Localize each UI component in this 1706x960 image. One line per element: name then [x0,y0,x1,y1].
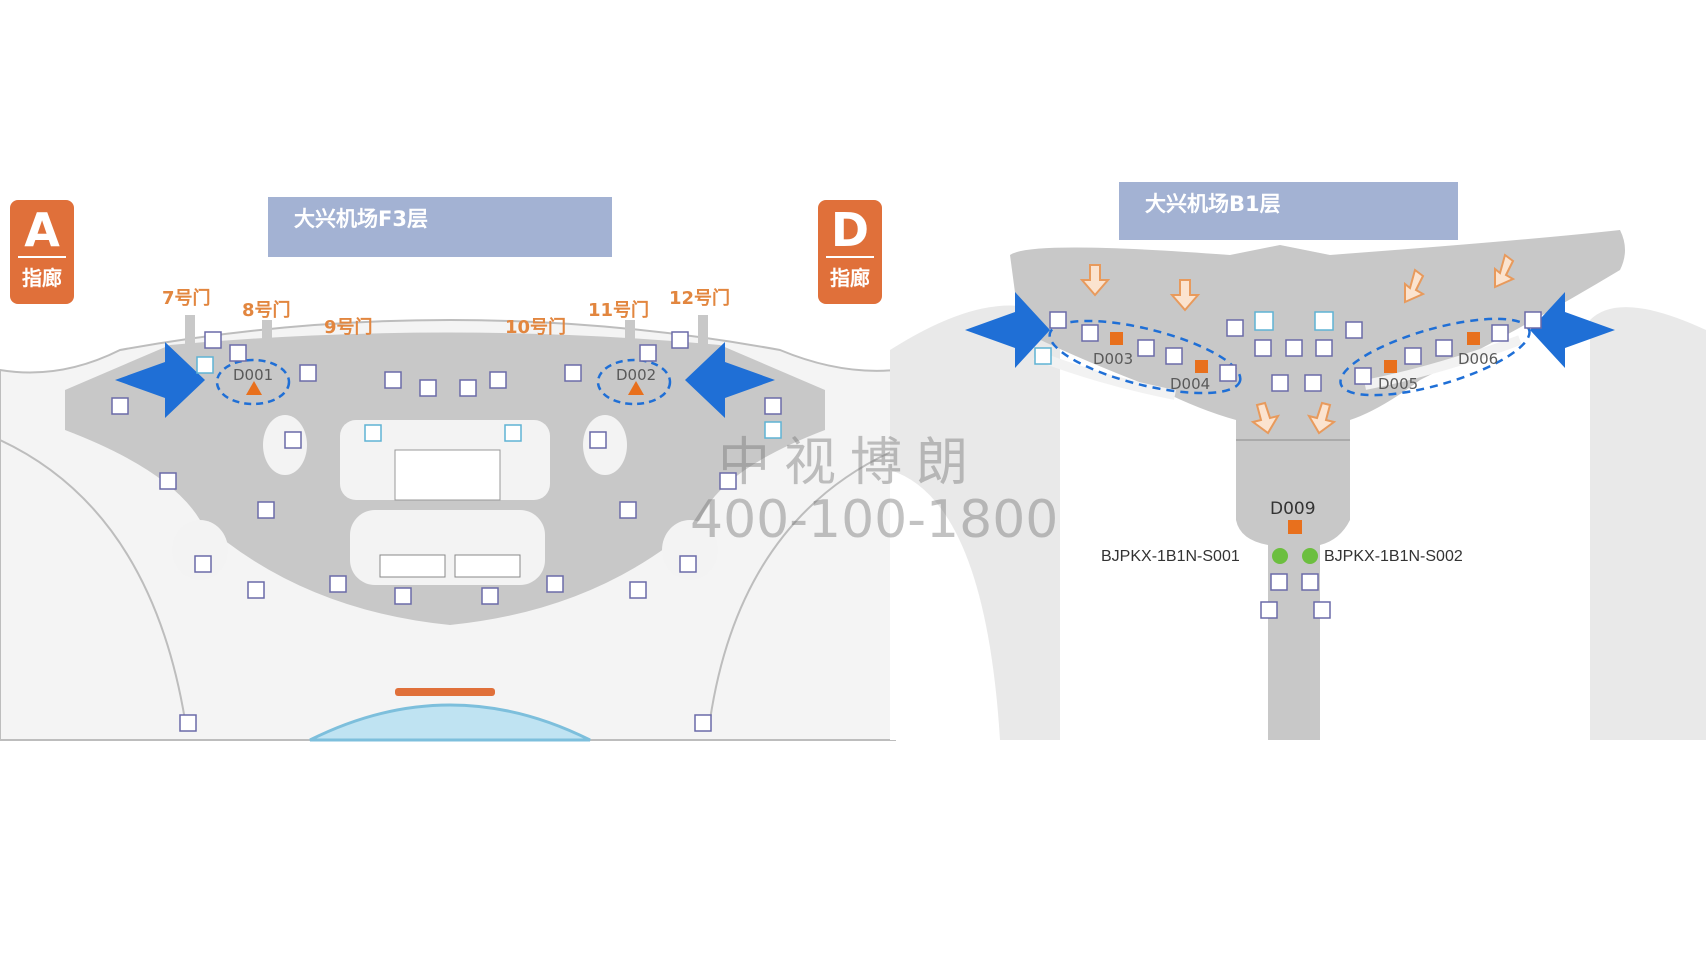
watermark-name: 中视博朗 [718,433,983,493]
b1-title: 大兴机场B1层 [1119,182,1458,240]
gate-label: 11号门 [588,300,650,321]
east-arrow-icon [1530,292,1615,368]
f3-floor-plan [0,315,896,742]
f3-title: 大兴机场F3层 [268,197,612,257]
pier-d-letter: D [830,203,870,257]
gate-label: 9号门 [324,317,373,338]
pier-a-label: 指廊 [18,256,66,291]
station-label: BJPKX-1B1N-S002 [1324,548,1463,565]
ad-point-label: D003 [1093,350,1134,368]
ad-point-label: D009 [1270,499,1316,519]
pier-d-badge: D 指廊 [818,200,882,304]
gate-label: 10号门 [505,317,567,338]
b1-floor-plan [890,230,1706,740]
gate-label: 12号门 [669,288,731,309]
ad-point-label: D004 [1170,375,1211,393]
gate-label: 7号门 [162,288,211,309]
ad-point-label: D006 [1458,350,1499,368]
right-arrow-icon [685,342,775,418]
left-arrow-icon [115,342,205,418]
watermark-phone: 400-100-1800 [690,490,1059,550]
ad-point-label: D002 [616,366,657,384]
pier-a-badge: A 指廊 [10,200,74,304]
ad-point-label: D001 [233,366,274,384]
station-label: BJPKX-1B1N-S001 [1101,548,1240,565]
pier-a-letter: A [24,203,60,257]
west-arrow-icon [965,292,1050,368]
gate-label: 8号门 [242,300,291,321]
pier-d-label: 指廊 [826,256,874,291]
ad-point-label: D005 [1378,375,1419,393]
